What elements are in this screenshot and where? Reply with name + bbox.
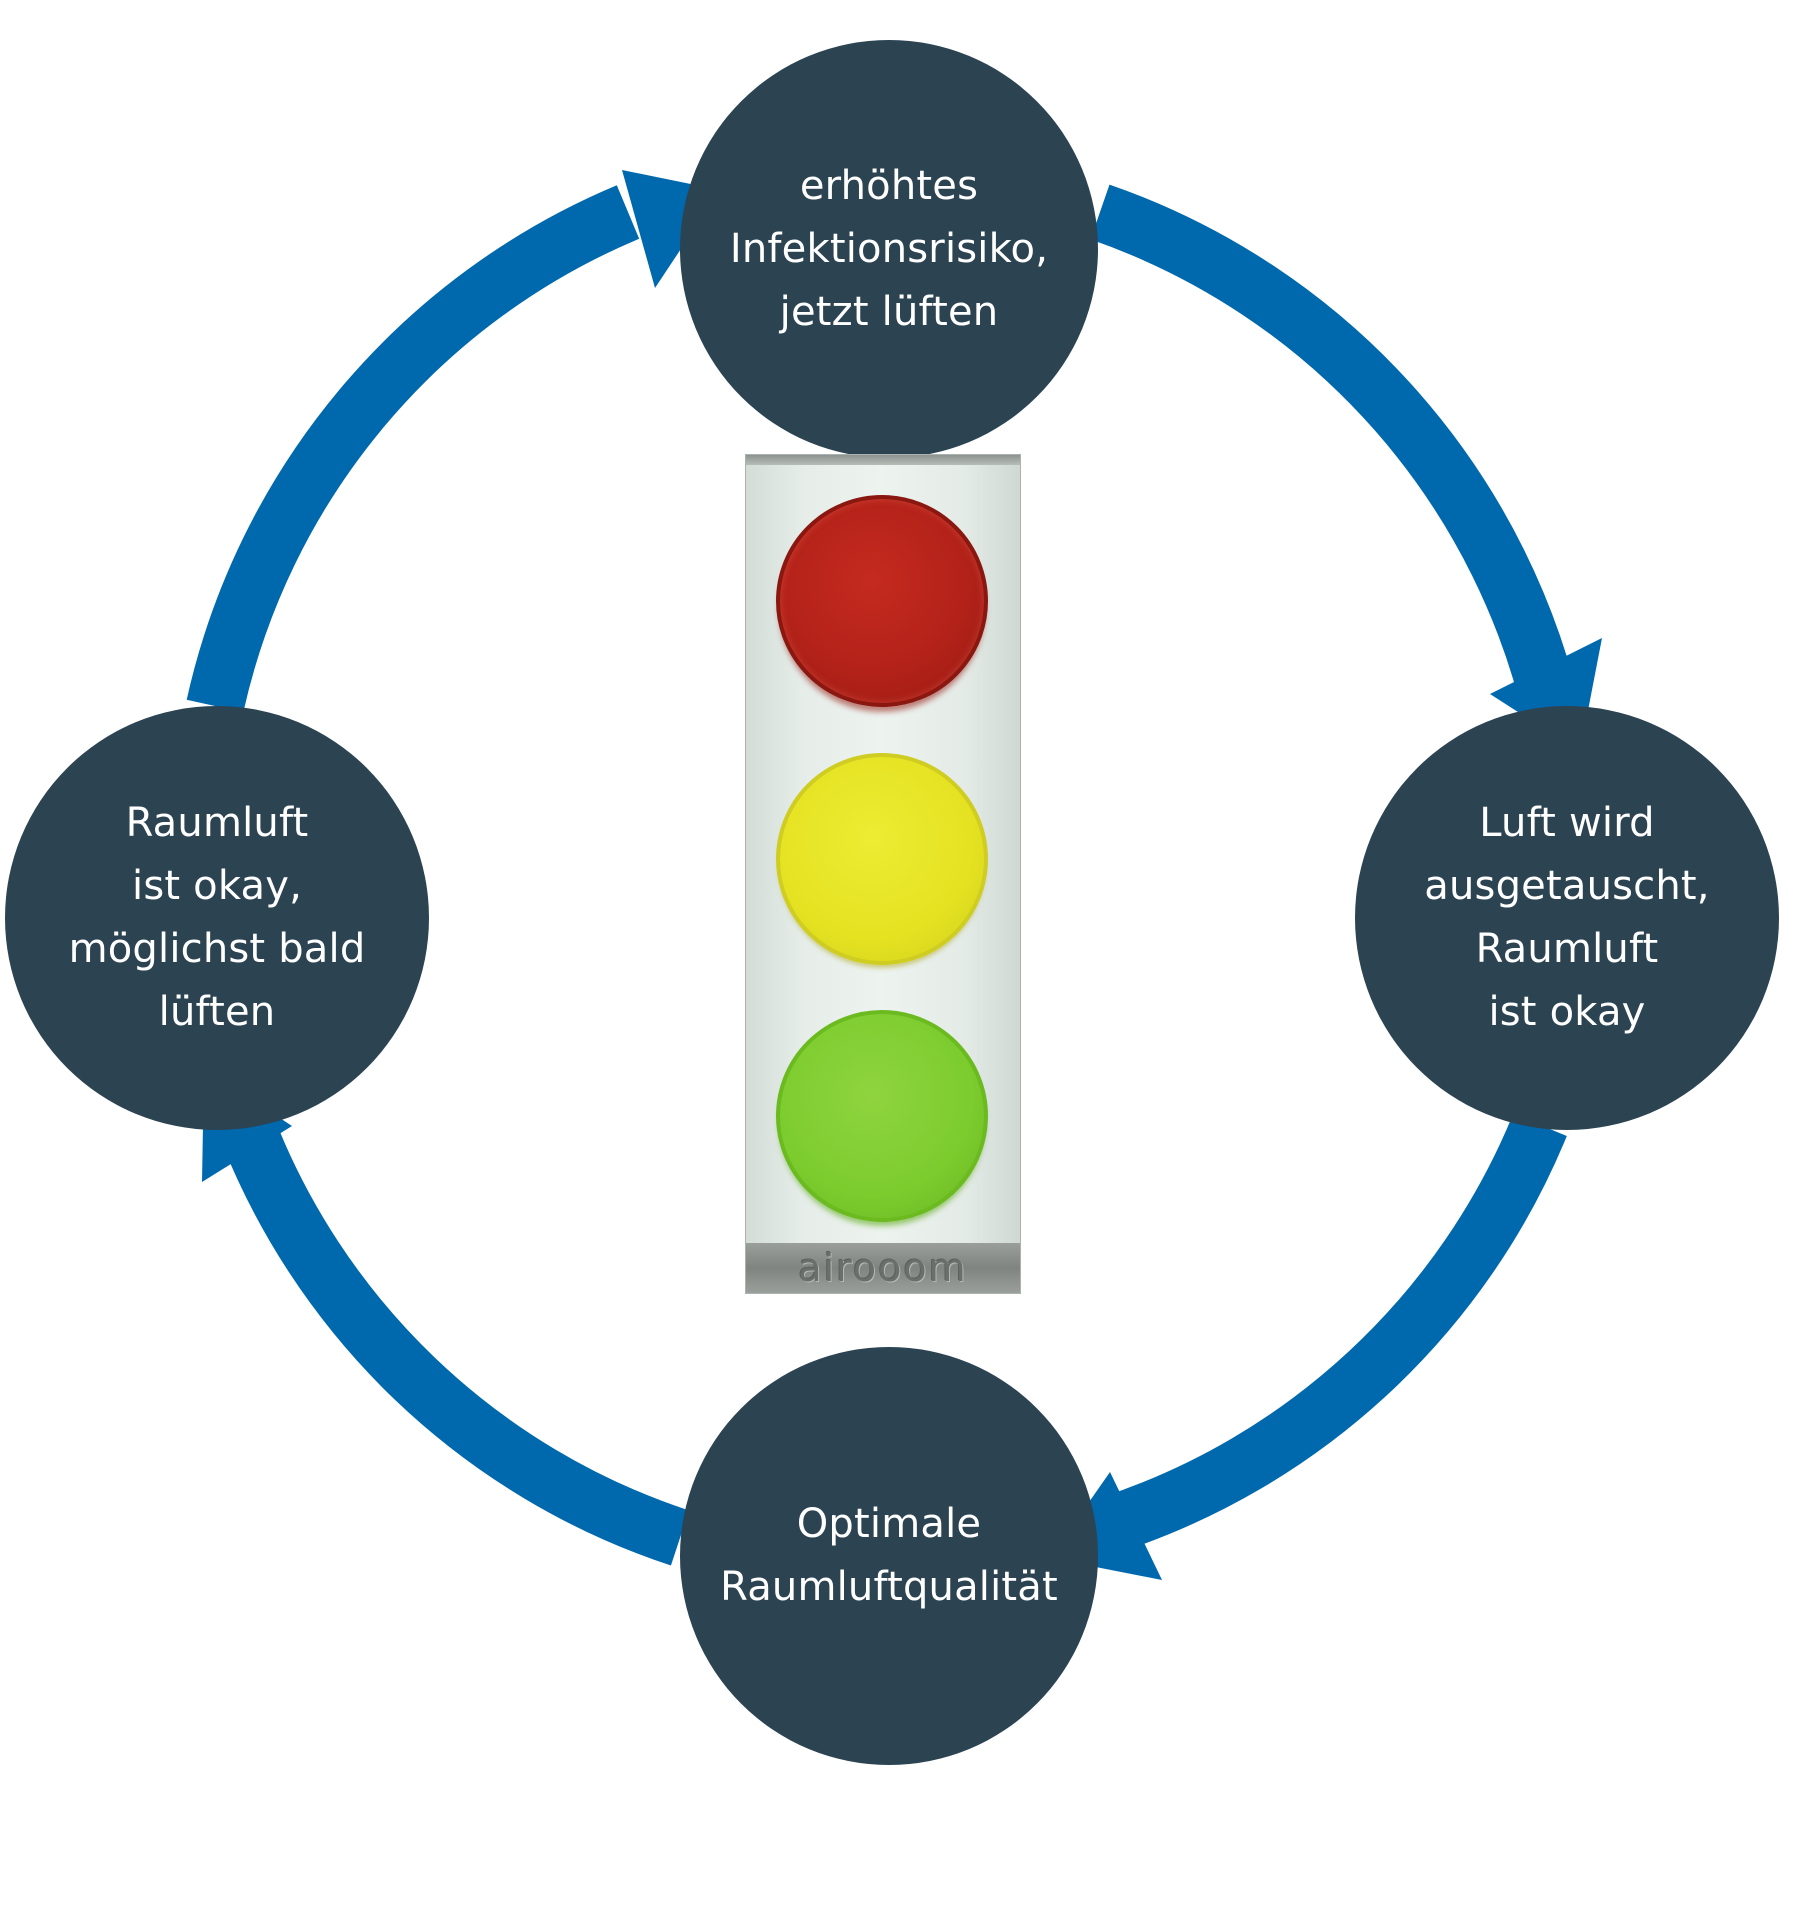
red-lamp [776, 495, 988, 707]
node-right-label: Luft wird ausgetauscht, Raumluft ist oka… [1424, 800, 1710, 1035]
arrow-top-to-right [1090, 184, 1585, 736]
node-air-exchanged: Luft wird ausgetauscht, Raumluft ist oka… [1355, 706, 1779, 1130]
node-optimal-air-quality: Optimale Raumluftqualität [680, 1347, 1098, 1765]
node-ventilate-soon: Raumluft ist okay, möglichst bald lüften [5, 706, 429, 1130]
yellow-lamp [776, 753, 988, 965]
arrow-bottom-to-left [216, 1109, 690, 1566]
node-bottom-label: Optimale Raumluftqualität [720, 1501, 1058, 1610]
node-left-label: Raumluft ist okay, möglichst bald lüften [68, 800, 366, 1035]
device-logo: airooom [798, 1246, 968, 1290]
arrow-left-to-top [186, 185, 640, 713]
device-logo-strip: airooom [746, 1243, 1020, 1293]
arrow-right-to-bottom [1100, 1113, 1567, 1553]
green-lamp [776, 1010, 988, 1222]
node-top-label: erhöhtes Infektionsrisiko, jetzt lüften [729, 162, 1049, 335]
node-increased-risk: erhöhtes Infektionsrisiko, jetzt lüften [680, 40, 1098, 458]
traffic-light-device: airooom [745, 454, 1021, 1294]
device-top-edge [746, 455, 1020, 465]
